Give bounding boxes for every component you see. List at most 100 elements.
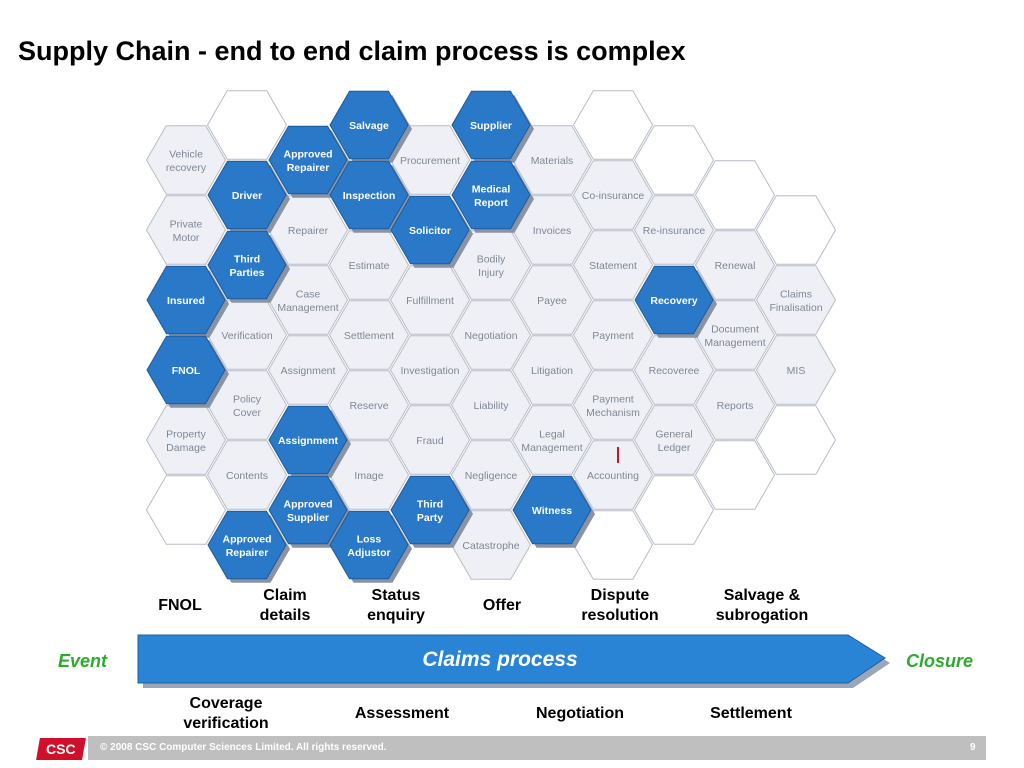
phase-label-coverage-verification: Coverage verification [183, 694, 268, 734]
hex-label: Witness [532, 505, 572, 517]
hex-cell: Procurement [389, 125, 471, 195]
hex-shape [572, 370, 654, 440]
hex-shape [329, 90, 409, 160]
hex-label: Fraud [416, 435, 444, 447]
hex-cell: Image [328, 440, 410, 510]
phase-label-assessment: Assessment [354, 705, 450, 722]
hex-shape [634, 265, 714, 335]
hex-cell [755, 405, 837, 475]
stage-label-status-enquiry: Status enquiry [367, 586, 425, 626]
hex-cell [694, 160, 776, 230]
process-label: Claims process [422, 648, 578, 671]
hex-shape [694, 370, 776, 440]
hex-cell: Salvage [329, 90, 412, 163]
hex-shape [390, 195, 470, 265]
hex-shape [512, 475, 592, 545]
hex-label: Litigation [531, 365, 573, 377]
hex-cell: Negotiation [450, 300, 532, 370]
event-label: Event [58, 651, 108, 671]
hex-cell: Repairer [267, 195, 349, 265]
hex-label: Investigation [401, 365, 460, 377]
hex-cell: Settlement [328, 300, 410, 370]
hex-cell [206, 90, 288, 160]
hex-label: Settlement [344, 330, 394, 342]
hex-cell: Recovery [634, 265, 717, 338]
hex-cell [755, 195, 837, 265]
hex-cell: Investigation [389, 335, 471, 405]
hex-shape [206, 90, 288, 160]
hex-label: Verification [221, 330, 273, 342]
hex-shape [694, 160, 776, 230]
hex-cell: Solicitor [390, 195, 473, 268]
hex-label: MIS [787, 365, 806, 377]
hex-cell: Litigation [511, 335, 593, 405]
footer-bar [88, 736, 986, 760]
hex-label: Statement [589, 260, 637, 272]
hex-shape [146, 265, 226, 335]
hex-label: Payment [592, 330, 634, 342]
hex-label: Fulfillment [406, 295, 454, 307]
hex-cell: Insured [146, 265, 229, 338]
phase-label-negotiation: Negotiation [536, 705, 624, 722]
hex-shape [328, 370, 410, 440]
hex-label: Re-insurance [643, 225, 706, 237]
hex-cell: Driver [207, 160, 290, 233]
hex-label: Driver [232, 190, 262, 202]
hex-cell: Reserve [328, 370, 410, 440]
hex-label: Recovery [650, 295, 697, 307]
hex-shape [207, 230, 287, 300]
hex-shape [511, 335, 593, 405]
page-title: Supply Chain - end to end claim process … [18, 36, 686, 66]
hex-label: Negotiation [464, 330, 517, 342]
hex-shape [755, 405, 837, 475]
hex-cell [633, 125, 715, 195]
hex-label: Liability [473, 400, 509, 412]
hex-cell: Contents [206, 440, 288, 510]
hex-label: Co-insurance [582, 190, 645, 202]
hex-shape [633, 195, 715, 265]
hex-label: FNOL [172, 365, 201, 377]
stage-label-salvage-subrogation: Salvage & subrogation [716, 586, 808, 626]
closure-label: Closure [906, 651, 974, 671]
hex-cell: Fulfillment [389, 265, 471, 335]
hex-shape [694, 440, 776, 510]
hex-shape [268, 475, 348, 545]
hex-shape [389, 335, 471, 405]
hex-shape [328, 300, 410, 370]
hex-label: Catastrophe [462, 540, 519, 552]
hex-cell: Payment [572, 300, 654, 370]
hex-cell: Assignment [268, 405, 351, 478]
hex-shape [267, 335, 349, 405]
hex-label: Renewal [715, 260, 756, 272]
hex-shape [450, 440, 532, 510]
hex-label: Recoveree [649, 365, 700, 377]
hex-shape [450, 370, 532, 440]
hex-label: Estimate [349, 260, 390, 272]
hex-cell: Reports [694, 370, 776, 440]
hex-shape [755, 335, 837, 405]
hex-shape [450, 300, 532, 370]
page-number: 9 [970, 742, 976, 753]
hex-shape [207, 160, 287, 230]
hex-cell: Accounting [572, 440, 654, 510]
hex-label: Invoices [533, 225, 572, 237]
hex-shape [268, 125, 348, 195]
hex-shape [451, 90, 531, 160]
hex-shape [755, 195, 837, 265]
